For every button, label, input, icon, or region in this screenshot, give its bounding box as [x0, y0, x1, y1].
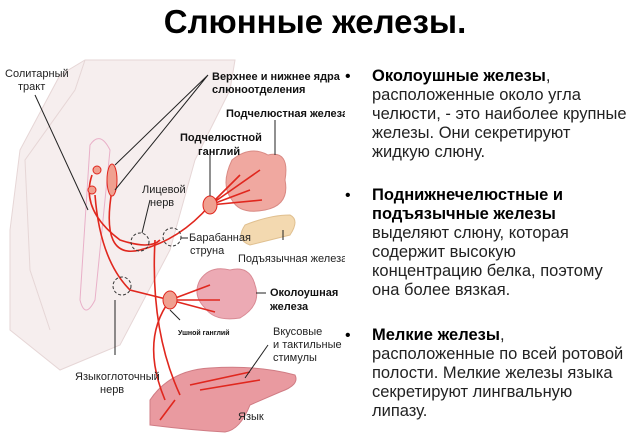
- label-chorda-tympani-2: струна: [190, 245, 225, 257]
- bullet-parotid: • Околоушные железы, расположенные около…: [345, 67, 630, 162]
- bullet-text: , расположенные около угла челюсти, - эт…: [372, 67, 627, 161]
- label-submandibular-gland: Подчелюстная железа: [226, 108, 345, 120]
- label-glossopharyngeal: Языкоглоточный: [75, 371, 160, 383]
- label-taste-2: и тактильные: [273, 339, 342, 351]
- label-parotid-gland: Околоушная: [270, 287, 338, 299]
- bullet-submandibular: • Поднижнечелюстные и подъязычные железы…: [345, 186, 630, 300]
- sublingual-gland: [240, 214, 296, 246]
- label-facial-nerve-2: нерв: [150, 197, 174, 209]
- nerve-paths: [88, 169, 263, 421]
- bullet-list: • Околоушные железы, расположенные около…: [345, 67, 630, 445]
- bullet-heading: Поднижнечелюстные и подъязычные железы: [372, 186, 564, 223]
- bullet-text: , расположенные по всей ротовой полости.…: [372, 326, 624, 420]
- label-submandibular-ganglion-2: ганглий: [198, 146, 240, 158]
- label-sublingual-gland: Подъязычная железа: [238, 253, 345, 265]
- bullet-dot: •: [345, 68, 351, 85]
- salivary-innervation-diagram: Солитарный тракт Верхнее и нижнее ядра с…: [5, 59, 345, 433]
- otic-ganglion: [162, 290, 178, 310]
- tongue: [149, 366, 297, 433]
- bullet-dot: •: [345, 327, 351, 344]
- label-otic-ganglion: Ушной ганглий: [178, 329, 230, 337]
- bullet-dot: •: [345, 187, 351, 204]
- label-facial-nerve: Лицевой: [142, 184, 186, 196]
- label-taste-3: стимулы: [273, 352, 317, 364]
- label-parotid-gland-2: железа: [269, 301, 309, 313]
- label-tongue: Язык: [238, 411, 264, 423]
- label-taste: Вкусовые: [273, 326, 322, 338]
- label-glossopharyngeal-2: нерв: [100, 384, 124, 396]
- bullet-heading: Околоушные железы: [372, 67, 546, 85]
- brainstem-inner: [24, 59, 86, 331]
- label-submandibular-ganglion: Подчелюстной: [180, 132, 262, 144]
- slide-title: Слюнные железы.: [163, 3, 467, 40]
- label-nuclei: Верхнее и нижнее ядра: [212, 71, 341, 83]
- bullet-minor: • Мелкие железы, расположенные по всей р…: [345, 326, 630, 421]
- label-solitary-tract: Солитарный: [5, 68, 69, 80]
- parotid-gland: [196, 268, 258, 320]
- bullet-text: выделяют слюну, которая содержит высокую…: [372, 224, 603, 299]
- bullet-heading: Мелкие железы: [372, 326, 500, 344]
- label-solitary-tract-2: тракт: [18, 81, 45, 93]
- label-chorda-tympani: Барабанная: [189, 232, 251, 244]
- salivatory-nucleus: [106, 163, 118, 197]
- brainstem-outline: [9, 59, 236, 371]
- submandibular-ganglion: [202, 195, 218, 215]
- label-nuclei-2: слюноотделения: [212, 84, 305, 96]
